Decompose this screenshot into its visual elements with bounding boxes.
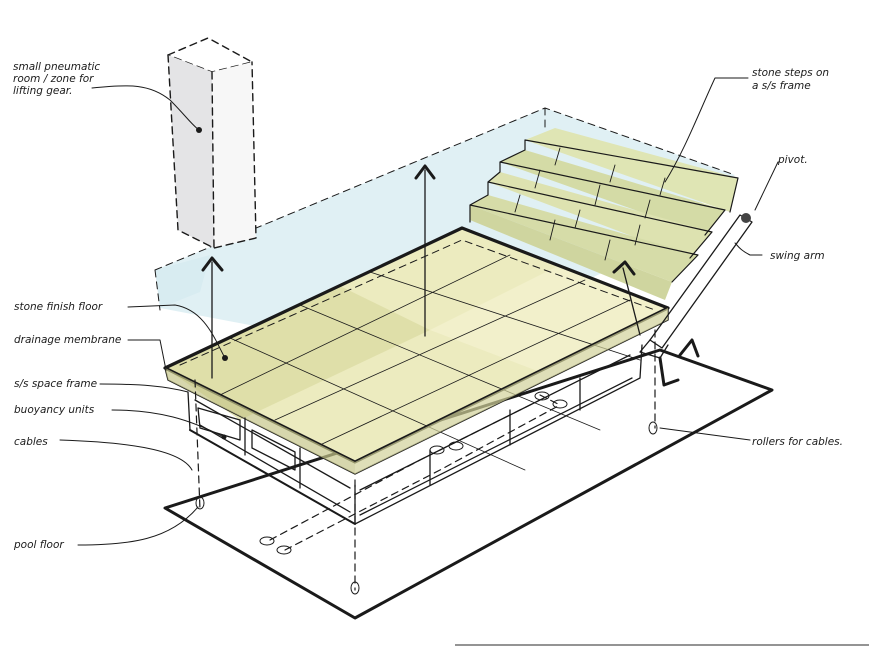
buoyancy-marker <box>221 434 227 440</box>
label-buoyancy-units: buoyancy units <box>14 404 95 416</box>
leader-lines <box>59 77 779 546</box>
cable-rollers <box>195 391 658 595</box>
label-pneumatic-room-line1: small pneumatic <box>13 61 100 73</box>
label-cables: cables <box>14 436 48 448</box>
pneumatic-room <box>167 37 257 249</box>
label-swing-arm: swing arm <box>770 250 825 262</box>
stone-steps <box>469 128 739 300</box>
label-ss-space-frame: s/s space frame <box>14 378 97 390</box>
label-pivot: pivot. <box>777 154 808 166</box>
label-pneumatic-room-line2: room / zone for <box>13 73 94 85</box>
water-volume-top <box>155 108 735 345</box>
label-drainage-membrane: drainage membrane <box>14 334 121 346</box>
swing-arm <box>639 213 753 387</box>
stone-floor <box>163 226 670 471</box>
lift-arrows <box>201 164 641 379</box>
label-rollers-for-cables: rollers for cables. <box>752 436 843 448</box>
label-pool-floor: pool floor <box>13 539 64 551</box>
label-stone-steps-line1: stone steps on <box>752 67 829 79</box>
label-stone-steps-line2: a s/s frame <box>752 80 811 92</box>
label-stone-finish-floor: stone finish floor <box>14 301 103 313</box>
label-pneumatic-room-line3: lifting gear. <box>13 85 72 97</box>
